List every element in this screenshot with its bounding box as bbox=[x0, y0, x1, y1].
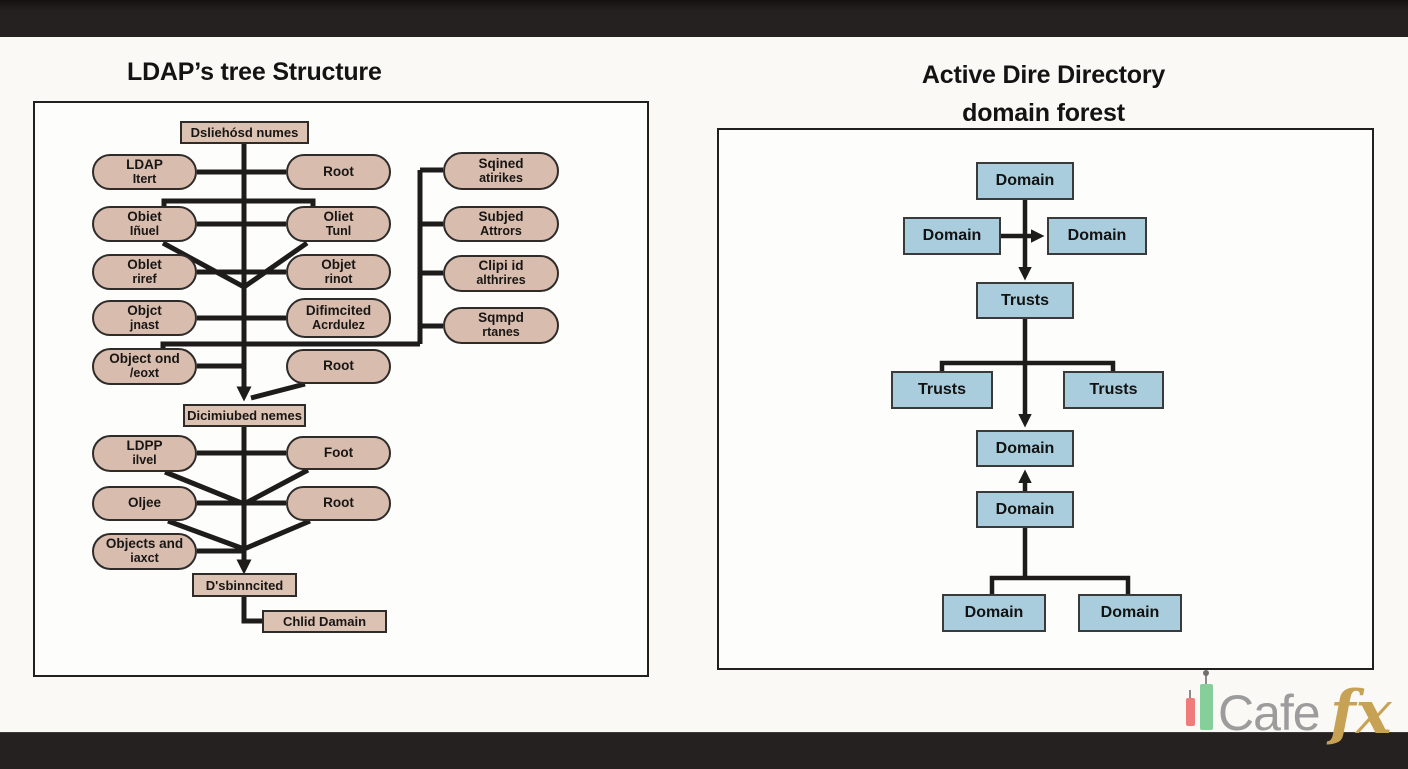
node-label: Domain bbox=[1067, 227, 1127, 244]
candlestick-icon bbox=[1205, 672, 1207, 686]
node-distinguished-names-mid: Dicimiubed nemes bbox=[183, 404, 306, 427]
node-domain-bottom-right: Domain bbox=[1078, 594, 1182, 632]
node-label-bottom: Iñuel bbox=[129, 223, 160, 238]
node-label-bottom: rtanes bbox=[482, 325, 520, 340]
node-label-bottom: Itert bbox=[132, 171, 157, 186]
right-title-line2: domain forest bbox=[962, 99, 1125, 127]
right-title-line1: Active Dire Directory bbox=[921, 61, 1166, 89]
node-domain-left: Domain bbox=[903, 217, 1001, 255]
node-trusts-center: Trusts bbox=[976, 282, 1074, 319]
left-diagram-title: LDAP’s tree Structure bbox=[127, 58, 382, 86]
node-label-top: Objet bbox=[321, 256, 356, 272]
node-label-top: Clipi id bbox=[478, 258, 524, 274]
node-label-bottom: riref bbox=[132, 271, 157, 286]
node-label: Domain bbox=[995, 500, 1055, 518]
node-label: Trusts bbox=[1089, 381, 1138, 398]
ldap-tree-panel bbox=[33, 101, 649, 677]
node-object-level-2: Obiet Iñuel bbox=[92, 206, 197, 242]
node-domain-bottom-left: Domain bbox=[942, 594, 1046, 632]
node-label-top: Sqmpd bbox=[478, 310, 524, 326]
node-label-top: Obiet bbox=[127, 208, 162, 224]
node-label-bottom: ilvel bbox=[132, 453, 157, 468]
node-sampled-names: Sqmpd rtanes bbox=[443, 307, 559, 344]
node-distinguished-attributes: Difimcited Acrdulez bbox=[286, 298, 391, 338]
node-clip-id-attributes: Clipi id althrires bbox=[443, 255, 559, 292]
node-label-bottom: rinot bbox=[324, 271, 353, 286]
node-label-top: Subjed bbox=[478, 208, 524, 224]
node-label-bottom: Attrors bbox=[480, 223, 522, 238]
node-trusts-right: Trusts bbox=[1063, 371, 1164, 409]
node-child-domain: Chlid Damain bbox=[262, 610, 387, 633]
node-object-5: Oljee bbox=[92, 486, 197, 521]
node-label: Foot bbox=[323, 444, 354, 460]
node-label: Dicimiubed nemes bbox=[187, 408, 302, 423]
node-root-3: Foot bbox=[286, 436, 391, 470]
node-label: Oljee bbox=[127, 495, 162, 511]
node-objects-and-text: Objects and iaxct bbox=[92, 533, 197, 570]
node-label-top: Object ond bbox=[109, 351, 180, 367]
node-label: Domain bbox=[964, 604, 1024, 621]
node-distinguished-names-top: Dsliehósd numes bbox=[180, 121, 309, 144]
node-domain-lower: Domain bbox=[976, 491, 1074, 528]
node-label-top: LDPP bbox=[126, 438, 163, 454]
node-label-top: Objects and bbox=[105, 536, 184, 552]
node-label-bottom: Tunl bbox=[325, 223, 352, 238]
node-label-top: Oliet bbox=[323, 208, 354, 224]
right-diagram-title: Active Dire Directory domain forest bbox=[717, 56, 1370, 132]
node-label-top: Difimcited bbox=[305, 302, 372, 318]
node-domain-right: Domain bbox=[1047, 217, 1147, 255]
node-label-top: Sqined bbox=[478, 155, 524, 171]
node-distinguished: D'sbinncited bbox=[192, 573, 297, 597]
node-object-level-3: Oblet riref bbox=[92, 254, 197, 290]
node-label: Trusts bbox=[917, 381, 966, 398]
candlestick-icon bbox=[1189, 690, 1191, 700]
node-ldap-level-1: LDAP Itert bbox=[92, 154, 197, 190]
node-label-bottom: /eoxt bbox=[129, 366, 160, 381]
node-label: Root bbox=[323, 495, 354, 511]
node-label-top: Oblet bbox=[127, 256, 162, 272]
node-label-top: LDAP bbox=[126, 156, 163, 172]
node-subject-attributes: Subjed Attrors bbox=[443, 206, 559, 242]
node-label: Root bbox=[323, 163, 354, 179]
bottom-black-bar bbox=[0, 732, 1408, 769]
node-root-2: Root bbox=[286, 349, 391, 384]
node-object-level-4: Objct jnast bbox=[92, 300, 197, 336]
brand-text: Cafe bbox=[1218, 685, 1321, 741]
node-label-bottom: jnast bbox=[129, 317, 160, 332]
node-label: Domain bbox=[1100, 604, 1160, 621]
node-label: Chlid Damain bbox=[282, 614, 367, 629]
node-root-4: Root bbox=[286, 486, 391, 521]
node-root-1: Root bbox=[286, 154, 391, 190]
node-object-level-2b: Oliet Tunl bbox=[286, 206, 391, 242]
node-label: Trusts bbox=[1000, 291, 1049, 309]
node-label-bottom: iaxct bbox=[130, 551, 159, 566]
node-domain-mid: Domain bbox=[976, 430, 1074, 467]
node-label-bottom: atirikes bbox=[479, 170, 523, 185]
cafefx-logo: Cafe fx bbox=[1178, 670, 1398, 760]
node-label-bottom: Acrdulez bbox=[312, 317, 365, 332]
node-trusts-left: Trusts bbox=[891, 371, 993, 409]
node-label: Root bbox=[323, 358, 354, 374]
node-named-attributes-1: Sqined atirikes bbox=[443, 152, 559, 190]
node-label: Dsliehósd numes bbox=[190, 125, 299, 140]
node-domain-root: Domain bbox=[976, 162, 1074, 200]
node-label: Domain bbox=[922, 227, 982, 244]
brand-suffix-text: fx bbox=[1330, 678, 1392, 748]
top-black-bar bbox=[0, 0, 1408, 37]
node-label: Domain bbox=[995, 439, 1055, 457]
red-candle-icon bbox=[1186, 698, 1195, 726]
node-label-bottom: althrires bbox=[476, 273, 526, 288]
node-label: D'sbinncited bbox=[205, 577, 284, 593]
candle-dot-icon bbox=[1203, 670, 1209, 676]
node-object-and-text: Object ond /eoxt bbox=[92, 348, 197, 385]
node-ldap-level-2: LDPP ilvel bbox=[92, 435, 197, 472]
node-label: Domain bbox=[995, 172, 1055, 189]
node-object-level-3b: Objet rinot bbox=[286, 254, 391, 290]
green-candle-icon bbox=[1200, 684, 1213, 730]
node-label-top: Objct bbox=[127, 302, 162, 318]
